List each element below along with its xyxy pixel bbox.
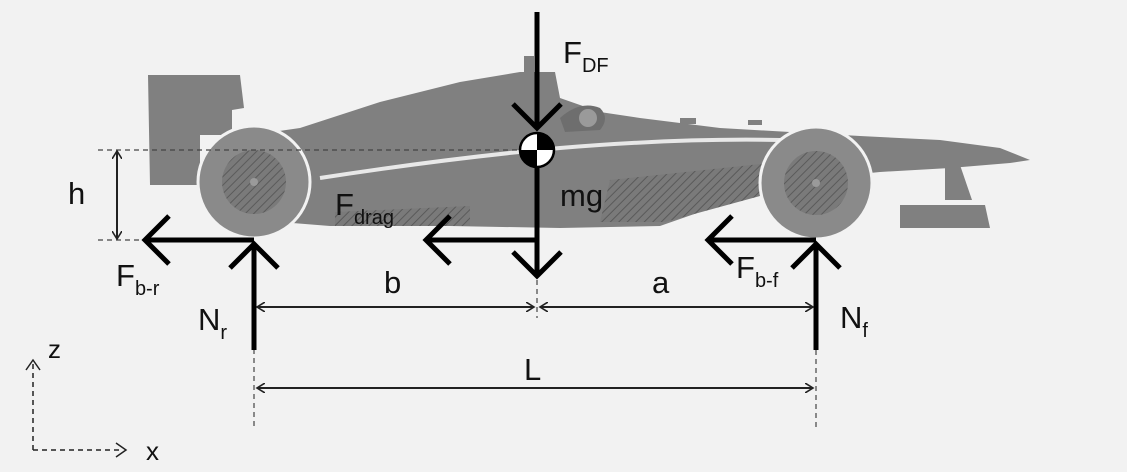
rear-wheel [196, 124, 312, 240]
helmet [577, 107, 599, 129]
coordinate-axes [32, 362, 122, 451]
rear-brake-arrow [141, 214, 254, 266]
label-mg: mg [560, 178, 603, 213]
floor-hatch-left [335, 206, 470, 226]
front-wing-endplate [945, 165, 972, 200]
label-L: L [524, 352, 541, 387]
dimension-lines [117, 152, 812, 388]
race-car-silhouette [148, 56, 1030, 228]
rear-wing [148, 75, 244, 185]
label-a: a [652, 265, 670, 300]
label-f-b-r: Fb-r [116, 258, 160, 300]
sidepod-highlight [319, 137, 781, 180]
label-n-f: Nf [840, 300, 868, 342]
labels: FDF mg Fdrag h Fb-r Nr b a Fb-f Nf L z x [48, 35, 868, 466]
front-wheel [758, 125, 874, 241]
center-of-gravity-icon [518, 131, 556, 169]
airbox-fin [524, 56, 534, 74]
label-b: b [384, 265, 401, 300]
force-arrows [141, 12, 842, 350]
axis-arrowheads [25, 358, 128, 458]
reference-lines [98, 149, 817, 428]
drag-arrow [422, 214, 537, 266]
floor-hatch-right [600, 162, 780, 222]
rear-normal-arrow [228, 240, 280, 350]
front-brake-arrow [704, 214, 816, 266]
label-x-axis: x [146, 436, 159, 466]
car-body [230, 72, 1030, 228]
label-f-drag: Fdrag [335, 187, 394, 229]
label-n-r: Nr [198, 302, 227, 344]
label-z-axis: z [48, 334, 61, 364]
mirror-left [680, 118, 696, 124]
label-f-df: FDF [563, 35, 609, 77]
mirror-right [748, 120, 762, 125]
front-normal-arrow [790, 240, 842, 350]
label-h: h [68, 176, 85, 211]
label-f-b-f: Fb-f [736, 250, 779, 292]
front-wing [900, 205, 990, 228]
downforce-arrow [511, 12, 563, 132]
weight-arrow [511, 168, 563, 280]
